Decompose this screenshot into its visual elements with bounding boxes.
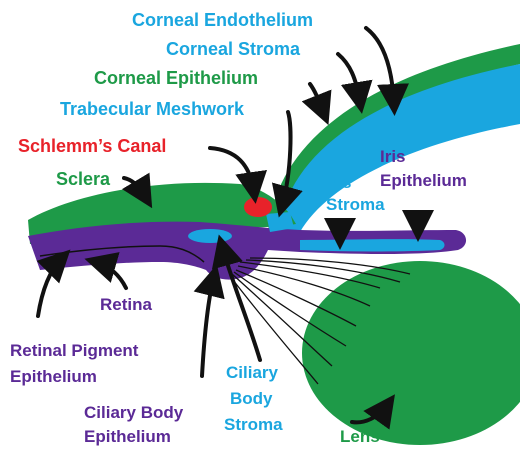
label-sclera: Sclera: [56, 169, 111, 189]
arrow-retina: [96, 262, 126, 288]
label-cb-stroma-line2: Body: [230, 389, 273, 408]
label-corneal-endothelium: Corneal Endothelium: [132, 10, 313, 30]
label-schlemms-canal: Schlemm’s Canal: [18, 136, 166, 156]
label-iris-stroma-line2: Stroma: [326, 195, 385, 214]
arrow-cb-epithelium: [202, 276, 214, 376]
label-iris-epithelium-line1: Iris: [380, 147, 406, 166]
label-iris-stroma-line1: Iris: [326, 173, 352, 192]
arrow-corneal-epithelium: [310, 84, 324, 114]
label-cb-stroma-line1: Ciliary: [226, 363, 279, 382]
label-lens: Lens: [340, 427, 380, 446]
label-cb-epithelium-line2: Epithelium: [84, 427, 171, 446]
label-cb-epithelium-line1: Ciliary Body: [84, 403, 184, 422]
ciliary-stroma-shape: [188, 229, 232, 243]
lens-shape: [302, 261, 520, 445]
label-cb-stroma-line3: Stroma: [224, 415, 283, 434]
arrow-corneal-stroma: [338, 54, 360, 102]
label-iris-epithelium-line2: Epithelium: [380, 171, 467, 190]
schlemms-canal-shape: [244, 197, 272, 217]
label-trabecular-meshwork: Trabecular Meshwork: [60, 99, 245, 119]
label-corneal-stroma: Corneal Stroma: [166, 39, 301, 59]
label-rpe-line2: Epithelium: [10, 367, 97, 386]
label-rpe-line1: Retinal Pigment: [10, 341, 139, 360]
label-retina: Retina: [100, 295, 153, 314]
iris-stroma-shape: [300, 239, 445, 251]
label-corneal-epithelium: Corneal Epithelium: [94, 68, 258, 88]
